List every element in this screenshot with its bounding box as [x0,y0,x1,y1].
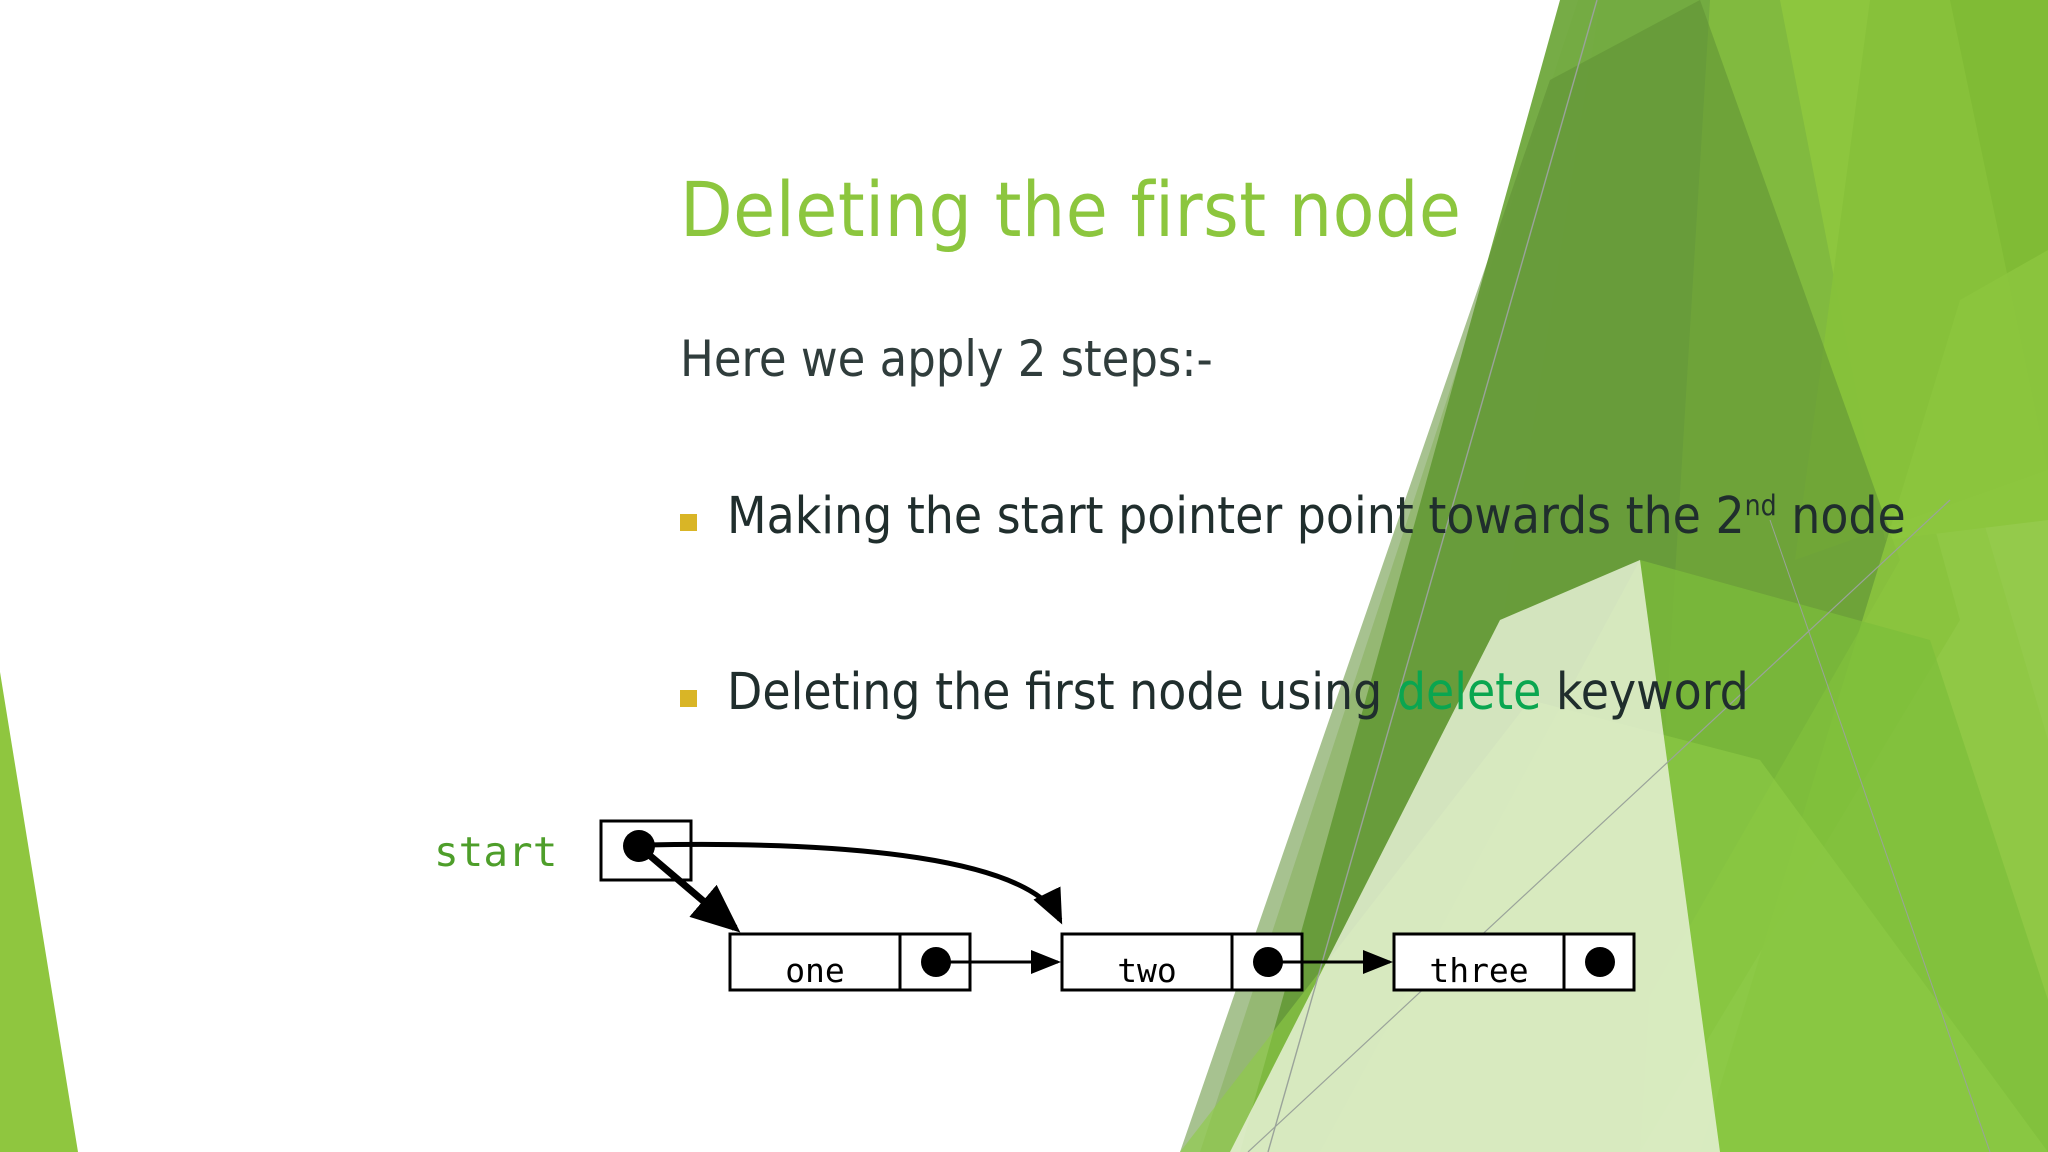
bullet-marker-icon [680,690,697,707]
bullet-marker-icon [680,514,697,531]
start-pointer-dot [623,830,655,862]
bullet-item-2-label: Deleting the first node using delete key… [727,662,1749,724]
bullet-2-suffix: keyword [1541,663,1749,722]
node-three-pointer-dot [1585,947,1615,977]
bullet-item-1: Making the start pointer point towards t… [680,486,2040,548]
linked-list-diagram: one two three [599,819,1636,992]
node-two-value: two [1117,951,1177,990]
bullet-1-prefix: Making the start pointer point towards t… [727,487,1745,546]
node-one-data-cell [728,932,902,992]
node-one-value: one [785,951,845,990]
arrow-start-to-one [645,851,741,933]
bullet-item-2: Deleting the first node using delete key… [680,662,2040,724]
bullet-item-1-label: Making the start pointer point towards t… [727,486,1906,548]
bullet-2-prefix: Deleting the first node using [727,663,1397,722]
arrow-start-to-two [645,841,1063,925]
intro-text: Here we apply 2 steps:- [680,330,1213,388]
start-pointer-label: start [434,828,558,876]
delete-keyword: delete [1396,663,1542,722]
page-title: Deleting the first node [680,165,1462,254]
bullet-1-suffix: node [1776,487,1906,546]
bullet-1-superscript: nd [1744,489,1777,522]
node-three-value: three [1429,951,1528,990]
